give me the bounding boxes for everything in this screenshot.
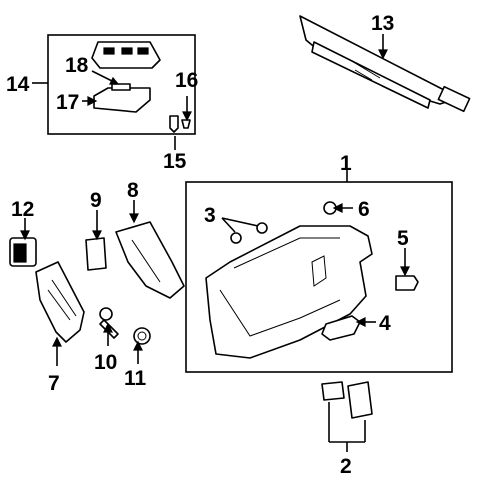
bulb-part [111, 83, 131, 91]
callout-12: 12 [11, 198, 34, 221]
group-box-1 [185, 181, 453, 373]
callout-10: 10 [94, 351, 117, 374]
clip-part-3a [230, 232, 242, 244]
callout-8: 8 [127, 179, 139, 202]
knob-part-11 [133, 327, 151, 345]
leader-lines [20, 34, 410, 452]
pillar-trim-part-7 [35, 261, 85, 343]
clip-part-15 [169, 115, 179, 133]
callout-9: 9 [90, 189, 102, 212]
clip-part-16 [181, 119, 191, 129]
callout-5: 5 [397, 227, 409, 250]
bumper-part-12 [9, 237, 37, 267]
dome-lamp-part [91, 41, 161, 69]
callout-15: 15 [163, 150, 187, 173]
pad-part-9 [85, 237, 107, 271]
callout-11: 11 [124, 367, 147, 390]
callout-2: 2 [340, 455, 352, 478]
callout-1: 1 [340, 152, 352, 175]
callout-3: 3 [204, 204, 216, 227]
panel-part-2a [321, 381, 345, 401]
callout-16: 16 [175, 69, 198, 92]
callout-18: 18 [65, 54, 89, 77]
callout-7: 7 [48, 372, 60, 395]
callout-13: 13 [371, 12, 394, 35]
socket-part-5 [395, 275, 419, 291]
callout-4: 4 [379, 312, 391, 335]
callout-14: 14 [6, 73, 30, 96]
panel-part-2b [347, 381, 373, 419]
quarter-trim-panel-part-1 [205, 225, 373, 359]
pillar-trim-part-8 [115, 221, 185, 299]
callout-6: 6 [358, 198, 370, 221]
lens-part-4 [321, 315, 361, 341]
callout-17: 17 [56, 91, 79, 114]
cargo-cover-part [299, 15, 471, 113]
dome-lamp-lens-part [93, 87, 151, 113]
group-box-14 [47, 34, 196, 135]
screw-part-10 [99, 307, 119, 339]
clip-part-3b [256, 222, 268, 234]
